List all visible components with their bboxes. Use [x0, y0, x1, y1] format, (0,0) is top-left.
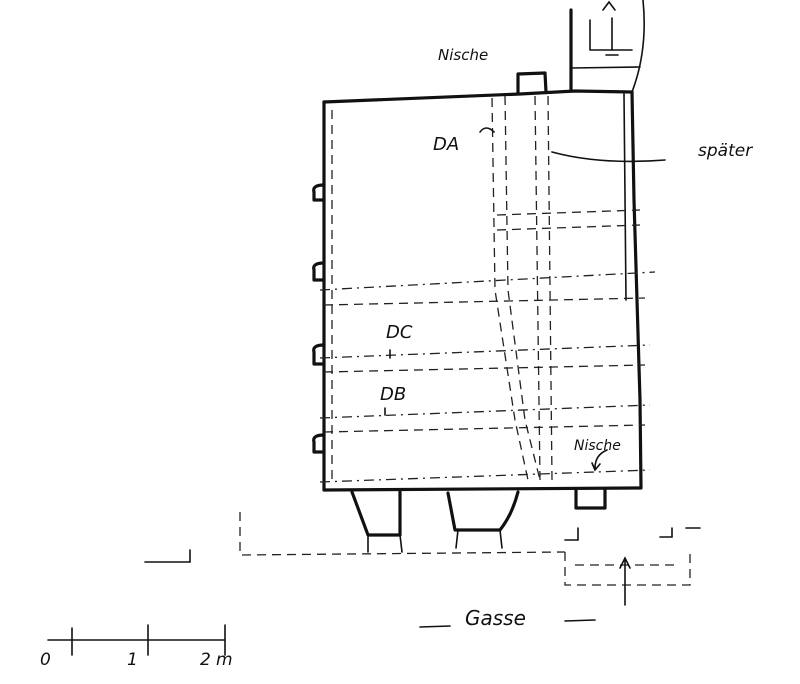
sample-c-label: DC: [386, 322, 413, 343]
site-lines: [144, 0, 701, 628]
street-label: Gasse: [465, 606, 526, 630]
bottom-niche-label: Nische: [574, 438, 621, 454]
later-label: später: [698, 141, 753, 161]
top-niche: [516, 71, 548, 94]
scale-tick-2: 2: [200, 650, 211, 670]
scale-tick-0: 0: [40, 650, 51, 670]
bottom-piers: [350, 488, 607, 553]
scale-tick-1: 1: [127, 650, 138, 670]
top-niche-label: Nische: [438, 46, 488, 64]
left-wall-niches: [312, 183, 326, 454]
scale-unit: m: [216, 650, 233, 670]
sample-a-label: DA: [433, 134, 459, 155]
sample-arrows: [384, 127, 608, 472]
beam-lines: [319, 95, 666, 485]
sample-b-label: DB: [380, 384, 406, 405]
scale-bar: [47, 624, 226, 656]
